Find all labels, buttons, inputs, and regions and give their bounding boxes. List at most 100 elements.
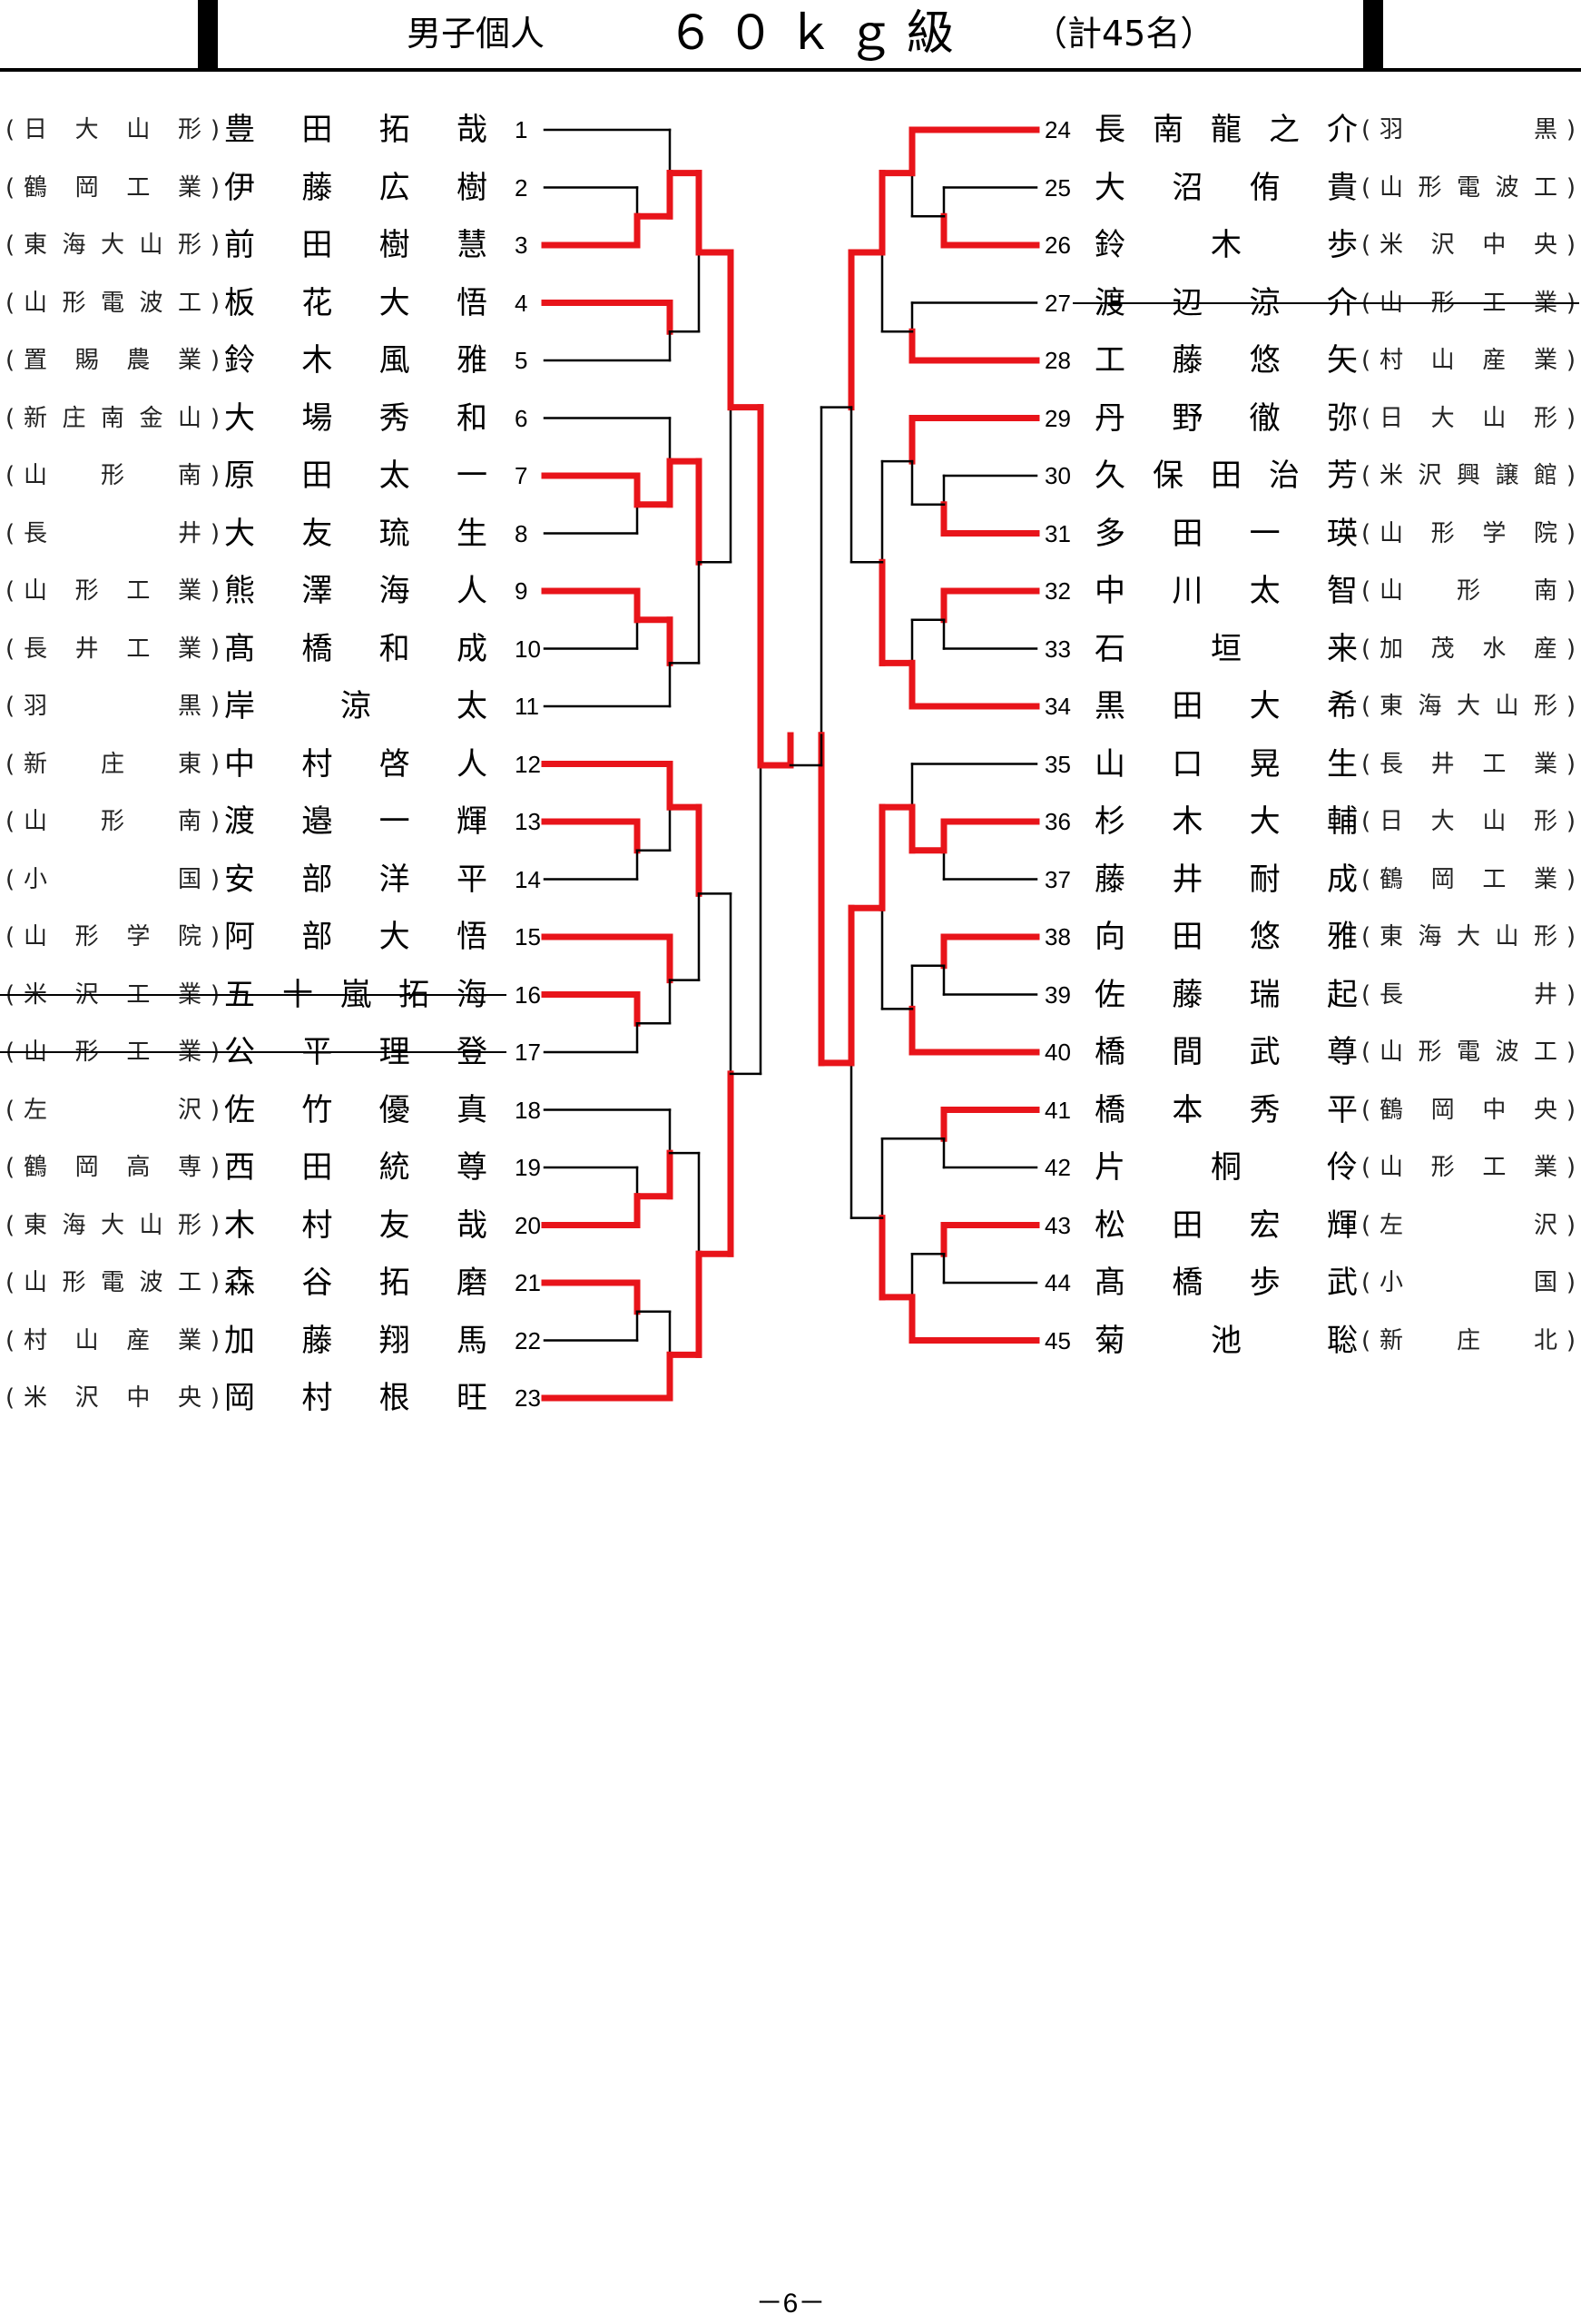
player-name: 中川太智 xyxy=(1095,573,1358,609)
player-name: 橋間武尊 xyxy=(1095,1034,1358,1070)
school-name: (山形電波工) xyxy=(5,289,220,317)
school-name: (山形電波工) xyxy=(5,1269,220,1296)
tournament-bracket xyxy=(541,126,1040,1402)
entry-number: 25 xyxy=(1045,173,1071,202)
school-name: (小国) xyxy=(5,865,220,893)
player-name: 松田宏輝 xyxy=(1095,1206,1358,1244)
school-name: (山形学院) xyxy=(5,923,220,950)
school-name: (新庄東) xyxy=(5,750,220,778)
withdrawn-strike xyxy=(1073,301,1579,304)
player-name: 大場秀和 xyxy=(224,399,487,437)
entry-number: 23 xyxy=(515,1384,541,1412)
school-name: (村山産業) xyxy=(1361,347,1576,374)
entry-number: 21 xyxy=(515,1269,541,1296)
entry-number: 42 xyxy=(1045,1154,1071,1181)
player-name: 大友琉生 xyxy=(224,515,487,552)
school-name: (加茂水産) xyxy=(1361,635,1576,663)
entry-number: 30 xyxy=(1045,462,1071,489)
player-entry: (山形電波工)森谷拓磨 21 xyxy=(0,1260,1581,1305)
player-name: 森谷拓磨 xyxy=(224,1265,487,1301)
school-name: (山形工業) xyxy=(5,577,220,605)
entry-number: 1 xyxy=(515,116,528,143)
school-name: (東海大山形) xyxy=(1361,923,1576,950)
participant-count: （計45名） xyxy=(1033,14,1215,54)
entry-number: 9 xyxy=(515,577,528,605)
entry-number: 10 xyxy=(515,635,541,663)
school-name: (鶴岡中央) xyxy=(1361,1096,1576,1124)
entry-number: 7 xyxy=(515,462,528,489)
player-name: 髙橋和成 xyxy=(224,630,487,667)
player-entry: (長井)大友琉生 8 xyxy=(0,511,1581,556)
player-name: 片桐伶 xyxy=(1095,1149,1358,1186)
header-underline xyxy=(0,68,1581,72)
entry-number: 39 xyxy=(1045,980,1071,1009)
withdrawn-strike xyxy=(0,993,506,996)
player-entry: (鶴岡中央)橋本秀平 41 xyxy=(0,1088,1581,1133)
school-name: (山形南) xyxy=(1361,577,1576,605)
player-name: 橋本秀平 xyxy=(1095,1091,1358,1128)
entry-number: 19 xyxy=(515,1154,541,1181)
entry-number: 14 xyxy=(515,865,541,893)
entry-number: 44 xyxy=(1045,1269,1071,1296)
entry-number: 37 xyxy=(1045,865,1071,893)
player-entry: (山形学院)阿部大悟 15 xyxy=(0,914,1581,960)
player-name: 鈴木歩 xyxy=(1095,227,1358,263)
entry-number: 36 xyxy=(1045,808,1071,835)
school-name: (羽黒) xyxy=(1361,116,1576,143)
player-name: 原田太一 xyxy=(224,458,487,494)
page-number: －6－ xyxy=(755,2289,826,2319)
player-name: 鈴木風雅 xyxy=(224,342,487,379)
player-name: 阿部大悟 xyxy=(224,919,487,955)
entry-number: 8 xyxy=(515,519,528,547)
entry-number: 5 xyxy=(515,347,528,374)
entry-number: 6 xyxy=(515,404,528,432)
player-name: 久保田治芳 xyxy=(1095,458,1358,494)
entry-number: 3 xyxy=(515,231,528,259)
entry-number: 20 xyxy=(515,1211,541,1239)
entry-number: 13 xyxy=(515,808,541,835)
player-name: 加藤翔馬 xyxy=(224,1322,487,1359)
school-name: (村山産業) xyxy=(5,1326,220,1354)
school-name: (鶴岡工業) xyxy=(1361,865,1576,893)
school-name: (山形南) xyxy=(5,808,220,835)
entry-number: 15 xyxy=(515,923,541,950)
school-name: (長井) xyxy=(5,519,220,547)
school-name: (新庄北) xyxy=(1361,1326,1576,1354)
page-header: 男子個人 ６０ｋｇ級 （計45名） xyxy=(0,0,1581,73)
player-name: 藤井耐成 xyxy=(1095,861,1358,898)
entry-number: 41 xyxy=(1045,1096,1071,1124)
player-name: 石垣来 xyxy=(1095,630,1358,667)
entry-number: 29 xyxy=(1045,404,1071,432)
school-name: (羽黒) xyxy=(5,693,220,720)
entry-number: 24 xyxy=(1045,116,1071,143)
entry-number: 18 xyxy=(515,1096,541,1124)
entry-number: 12 xyxy=(515,750,541,778)
player-name: 向田悠雅 xyxy=(1095,919,1358,955)
player-name: 熊澤海人 xyxy=(224,573,487,609)
player-name: 多田一瑛 xyxy=(1095,515,1358,552)
player-entry: (鶴岡工業)藤井耐成 37 xyxy=(0,857,1581,902)
